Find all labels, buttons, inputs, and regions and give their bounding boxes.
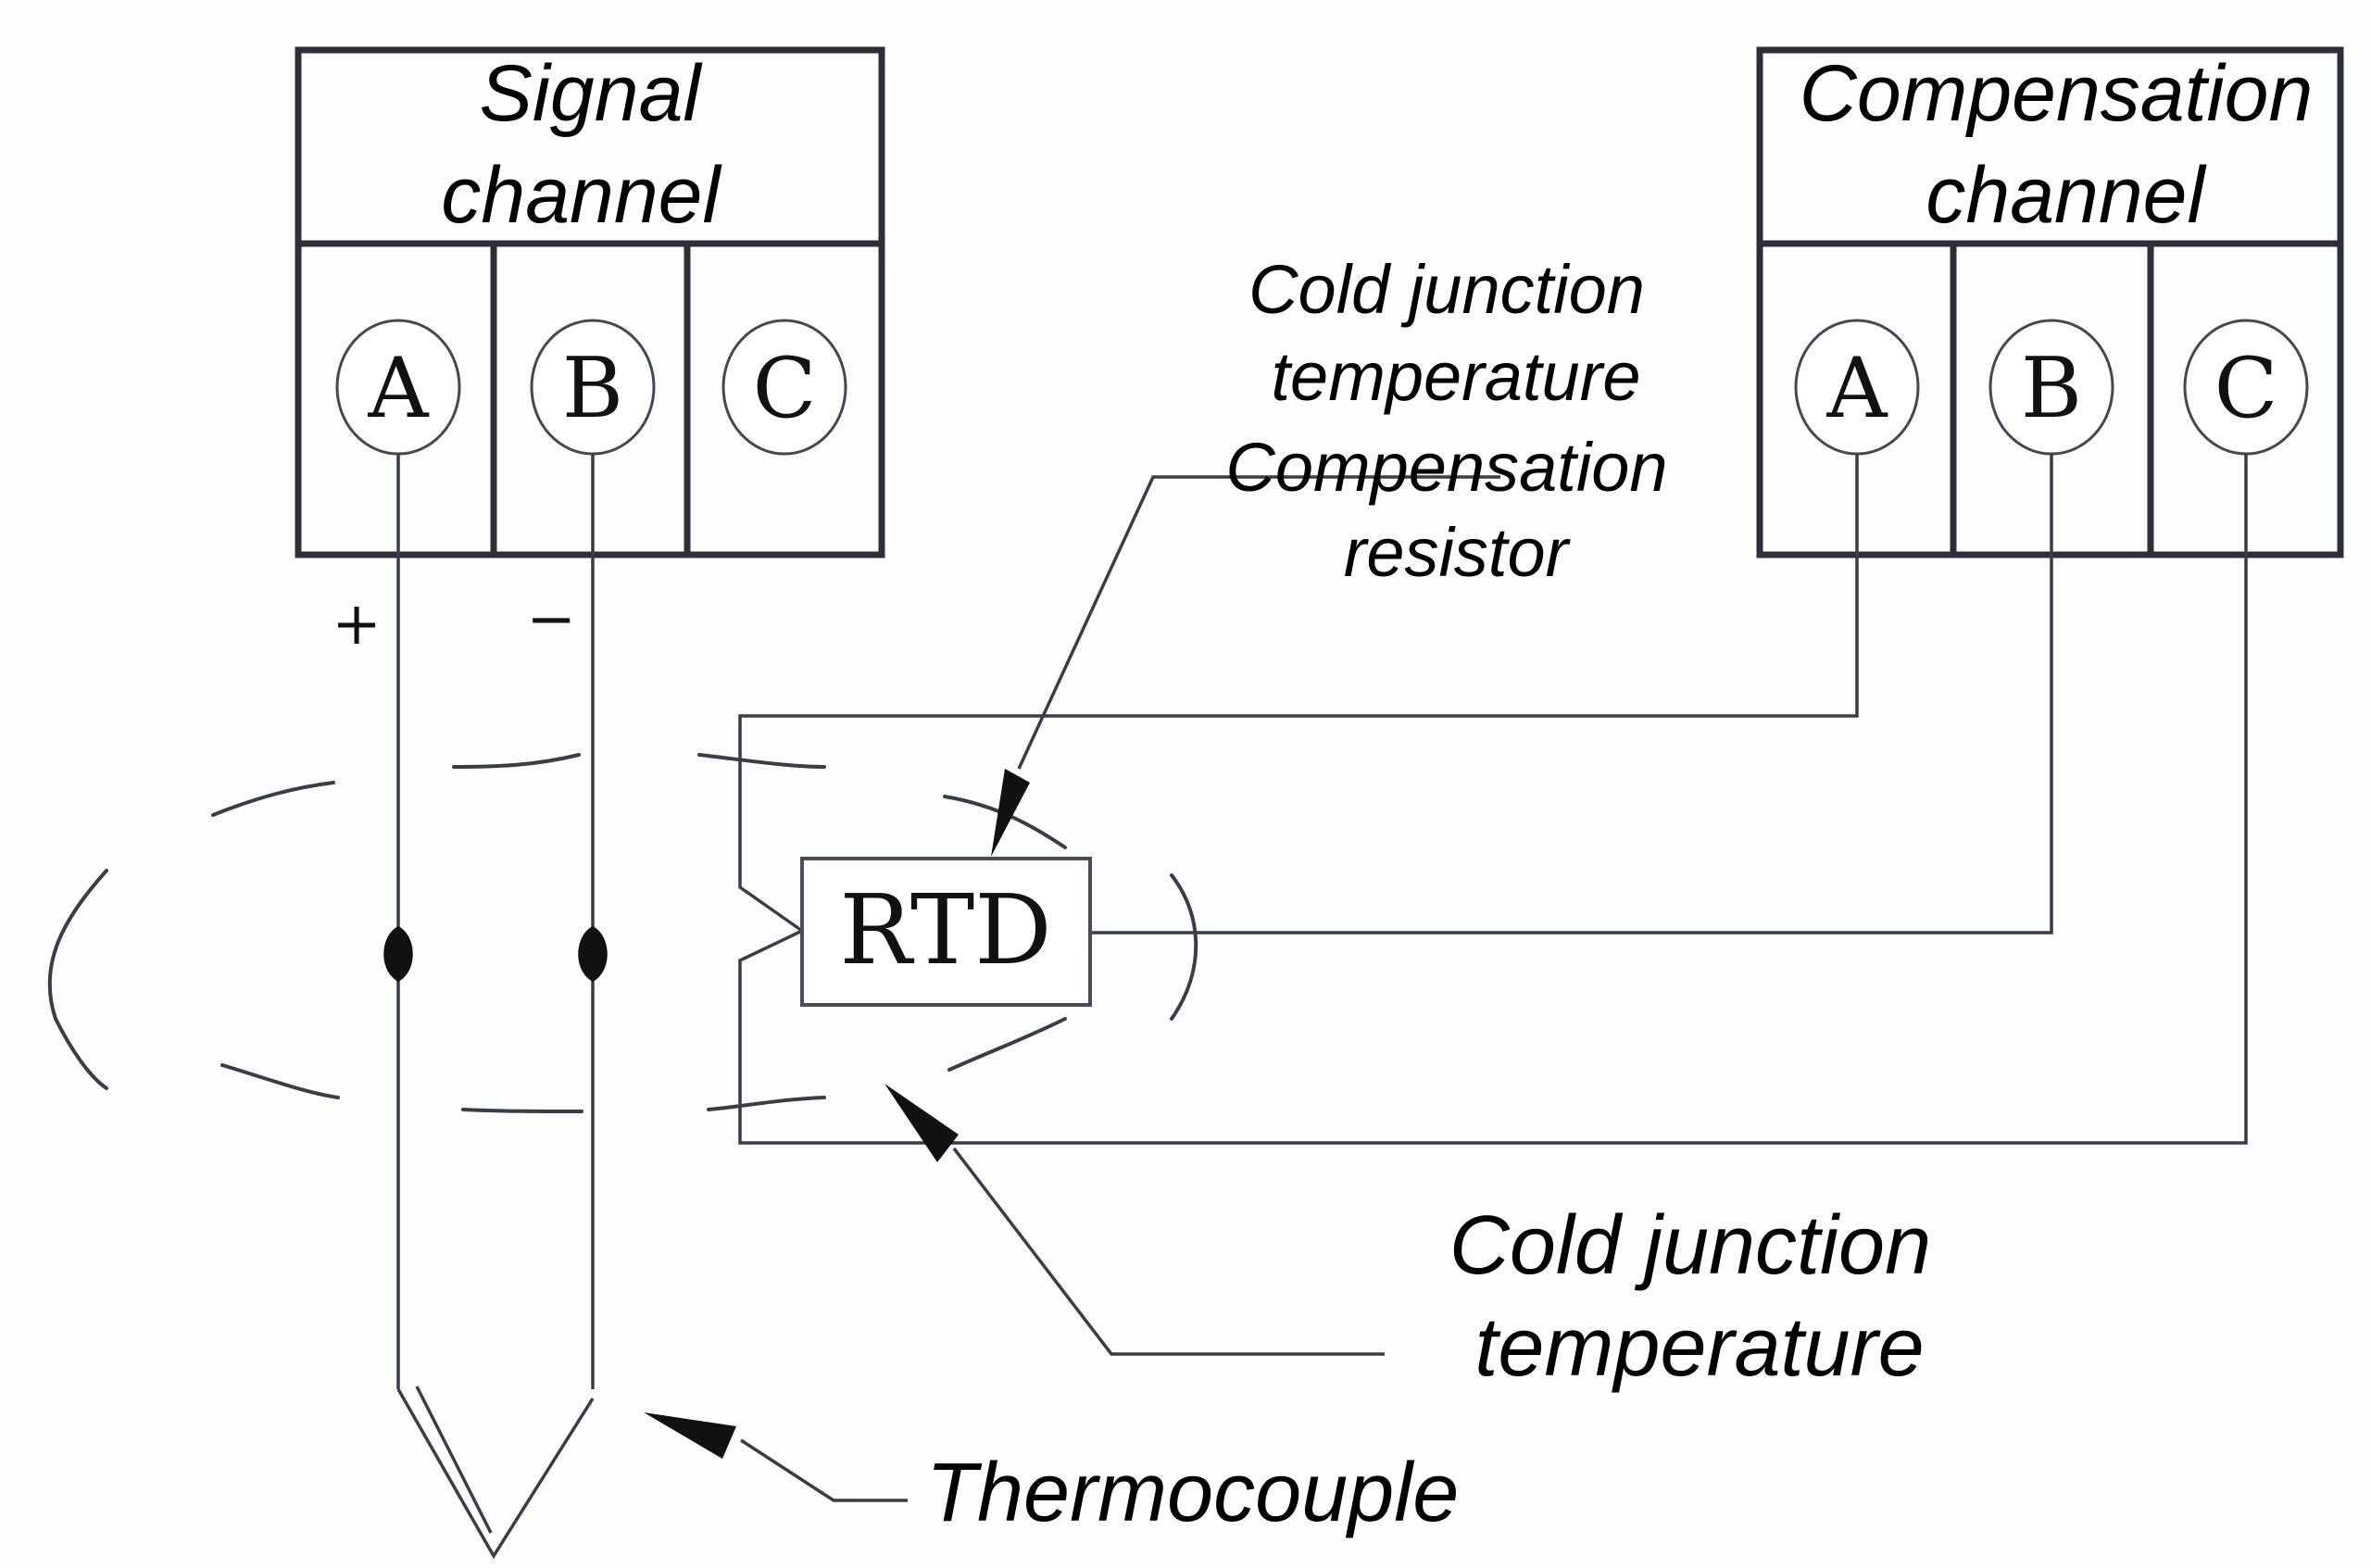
cjc-resistor-label: Cold junction temperature Compensation r… <box>1225 251 1667 591</box>
isothermal-dash <box>1170 873 1198 1021</box>
thermocouple-leader-line <box>740 1438 908 1502</box>
signal-terminal-a-label: A <box>368 340 430 437</box>
cjc-resistor-leader-line <box>1017 475 1500 770</box>
isothermal-dash <box>947 1017 1067 1072</box>
rtd-label: RTD <box>839 873 1051 986</box>
thermocouple-arrowhead <box>644 1412 736 1459</box>
rtd-box <box>800 857 1092 1007</box>
isothermal-dash <box>47 869 108 1021</box>
junction-dot-positive <box>383 926 413 982</box>
signal-terminal-c-label: C <box>753 340 817 437</box>
isothermal-dash <box>461 1108 583 1113</box>
compensation-terminal-a-label: A <box>1826 340 1888 437</box>
compensation-terminal-c-label: C <box>2214 340 2278 437</box>
cjc-resistor-arrowhead <box>991 769 1030 857</box>
compensation-b-wire <box>1090 454 2053 935</box>
isothermal-dash <box>220 1063 340 1099</box>
rtd-component: RTD <box>800 857 1092 1007</box>
cold-junction-arrowhead <box>884 1084 959 1162</box>
compensation-channel-block: Compensation channel A B C <box>1756 46 2344 558</box>
junction-dot-negative <box>578 926 608 982</box>
isothermal-boundary <box>47 753 1198 1113</box>
negative-polarity-mark: − <box>526 585 576 654</box>
cold-junction-label-line2: temperature <box>1474 1301 1924 1394</box>
signal-terminal-b-label: B <box>562 340 623 437</box>
cjc-resistor-label-line3: Compensation <box>1225 429 1667 506</box>
cjc-resistor-label-line2: temperature <box>1272 338 1641 415</box>
thermocouple-label: Thermocouple <box>926 1447 1459 1539</box>
compensation-channel-title-line2: channel <box>1926 151 2207 240</box>
compensation-c-wire <box>738 454 2248 1145</box>
compensation-wiring <box>738 454 2248 1145</box>
compensation-a-wire <box>738 454 1859 933</box>
isothermal-dash <box>452 753 581 769</box>
probe-tip-inner-line <box>415 1386 493 1534</box>
cold-junction-label: Cold junction temperature <box>1449 1199 1931 1394</box>
signal-terminal-c <box>721 319 847 456</box>
cold-junction-label-line1: Cold junction <box>1449 1199 1931 1292</box>
isothermal-dash <box>211 781 335 817</box>
isothermal-dash <box>697 753 826 769</box>
isothermal-dash <box>54 1017 108 1090</box>
probe-tip-outline <box>396 1388 595 1560</box>
signal-channel-block: Signal channel A B C <box>295 46 885 558</box>
isothermal-dash <box>943 795 1067 849</box>
positive-polarity-mark: + <box>332 590 382 659</box>
annotation-leaders <box>644 475 1500 1502</box>
isothermal-dash <box>707 1096 826 1111</box>
signal-channel-frame <box>295 46 885 558</box>
compensation-terminal-b-label: B <box>2021 340 2082 437</box>
thermocouple-probe <box>383 454 608 1560</box>
signal-channel-title-line2: channel <box>441 151 722 240</box>
signal-channel-title-line1: Signal <box>479 49 703 138</box>
cjc-resistor-label-line1: Cold junction <box>1248 251 1645 328</box>
cjc-resistor-label-line4: resistor <box>1344 514 1572 591</box>
cold-junction-leader-line <box>952 1147 1385 1356</box>
compensation-channel-title-line1: Compensation <box>1800 49 2314 138</box>
